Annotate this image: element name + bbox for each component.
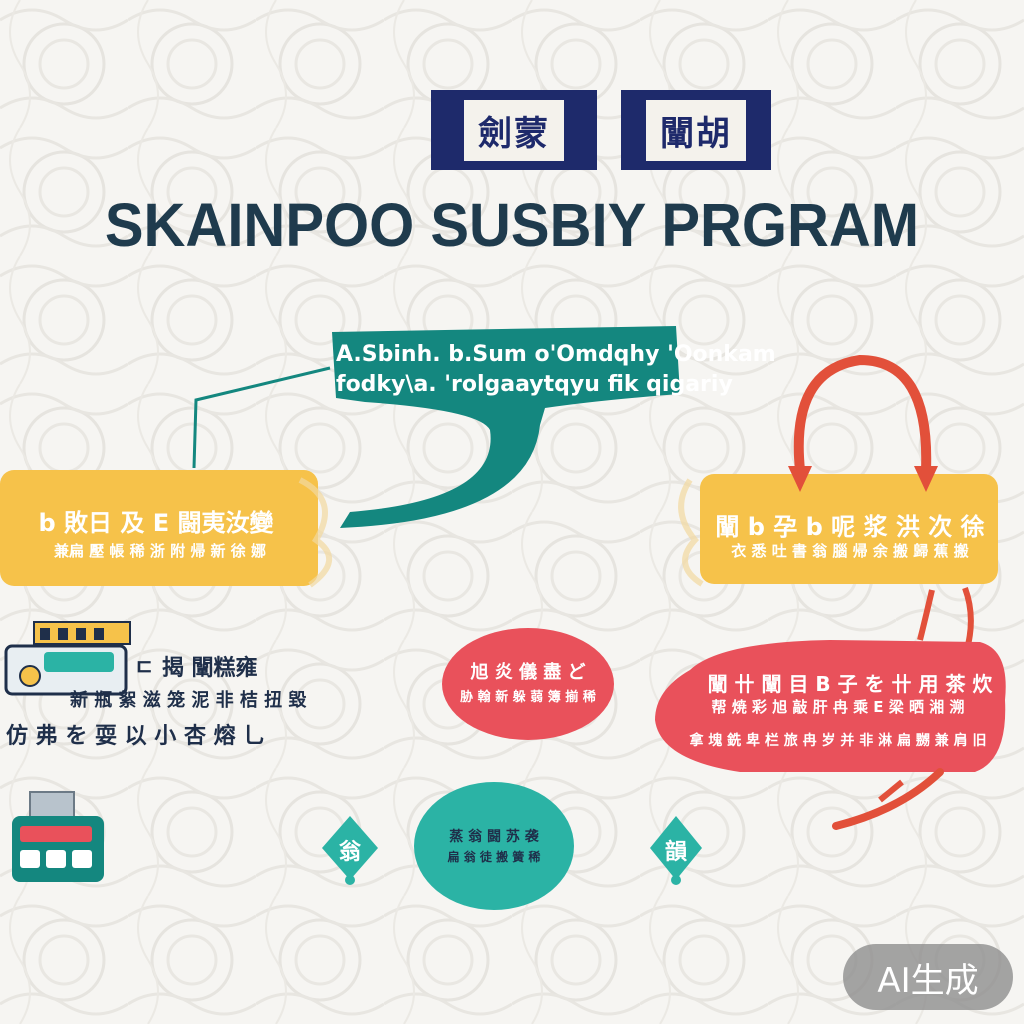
- header-box-right-text: 闡胡: [646, 99, 746, 161]
- ai-generated-badge: AI生成: [843, 944, 1013, 1010]
- left-teal-pin-shape: [322, 816, 378, 880]
- header-box-left-text: 劍蒙: [464, 99, 564, 161]
- right-box-line2: 衣 悉 吐 書 翁 腦 帰 余 搬 歸 蕉 搬: [731, 542, 969, 560]
- left-box-line1: b 敗日 及 E 闘夷汝變: [38, 509, 274, 537]
- top-banner-line2: fodky\a. 'rolgaaytqyu fik qigariy: [336, 372, 733, 397]
- right-blob-line1: 闡 卄 闡 目 B 子 を 卄 用 茶 炊: [707, 672, 993, 696]
- teal-ellipse-line1: 蒸 翁 闘 苏 袭: [449, 829, 539, 845]
- left-box-shape: [0, 470, 318, 586]
- bottom-teal-ellipse-shape: [414, 782, 574, 910]
- bus-icon: [12, 791, 104, 882]
- connector-line: [192, 366, 331, 469]
- header-box-right: 闡胡: [621, 90, 771, 170]
- page-title: SKAINPOO SUSBIY PRGRAM: [104, 191, 920, 260]
- center-ellipse-line1: 旭 炎 儀 盡 ど: [470, 662, 586, 683]
- left-box-line2: 兼扁 壓 帳 稀 浙 附 帰 新 徐 娜: [53, 542, 266, 560]
- right-box-shape: [700, 474, 998, 584]
- teal-ellipse-line2: 扁 翁 徒 搬 簧 稀: [447, 850, 541, 864]
- center-ellipse-line2: 胁 翰 新 躲 蒻 簿 揃 稀: [460, 690, 596, 705]
- left-text-line2: 新 瓶 絮 滋 笼 泥 非 桔 扭 毀: [70, 690, 307, 711]
- top-banner-shape: [332, 326, 680, 528]
- right-blob-line3: 拿 塊 銑 卑 栏 旅 冉 岁 并 非 淋 扁 嬲 兼 肩 旧: [689, 733, 987, 749]
- top-banner-line1: A.Sbinh. b.Sum o'Omdqhy 'Oonkam: [336, 342, 776, 367]
- left-text-line1: ㄷ 揭 闡糕雍: [134, 656, 258, 681]
- red-arc-arrow: [793, 354, 932, 475]
- right-teal-pin-shape: [650, 816, 702, 880]
- header-box-left: 劍蒙: [431, 90, 597, 170]
- left-pin-icon: 翁: [338, 840, 361, 865]
- right-blob-line2: 帮 焼 彩 旭 敲 肝 冉 乘 E 梁 晒 湘 溯: [711, 698, 965, 716]
- right-box-line1: 闡 b 孕 b 呢 浆 洪 次 徐: [715, 513, 985, 541]
- right-pin-icon: 韻: [664, 840, 687, 865]
- right-red-blob-shape: [655, 640, 1006, 772]
- left-text-line3: 仿 弗 を 耍 以 小 杏 熔 乚: [6, 724, 266, 749]
- building-icon: [4, 621, 131, 696]
- center-red-ellipse-shape: [442, 628, 614, 740]
